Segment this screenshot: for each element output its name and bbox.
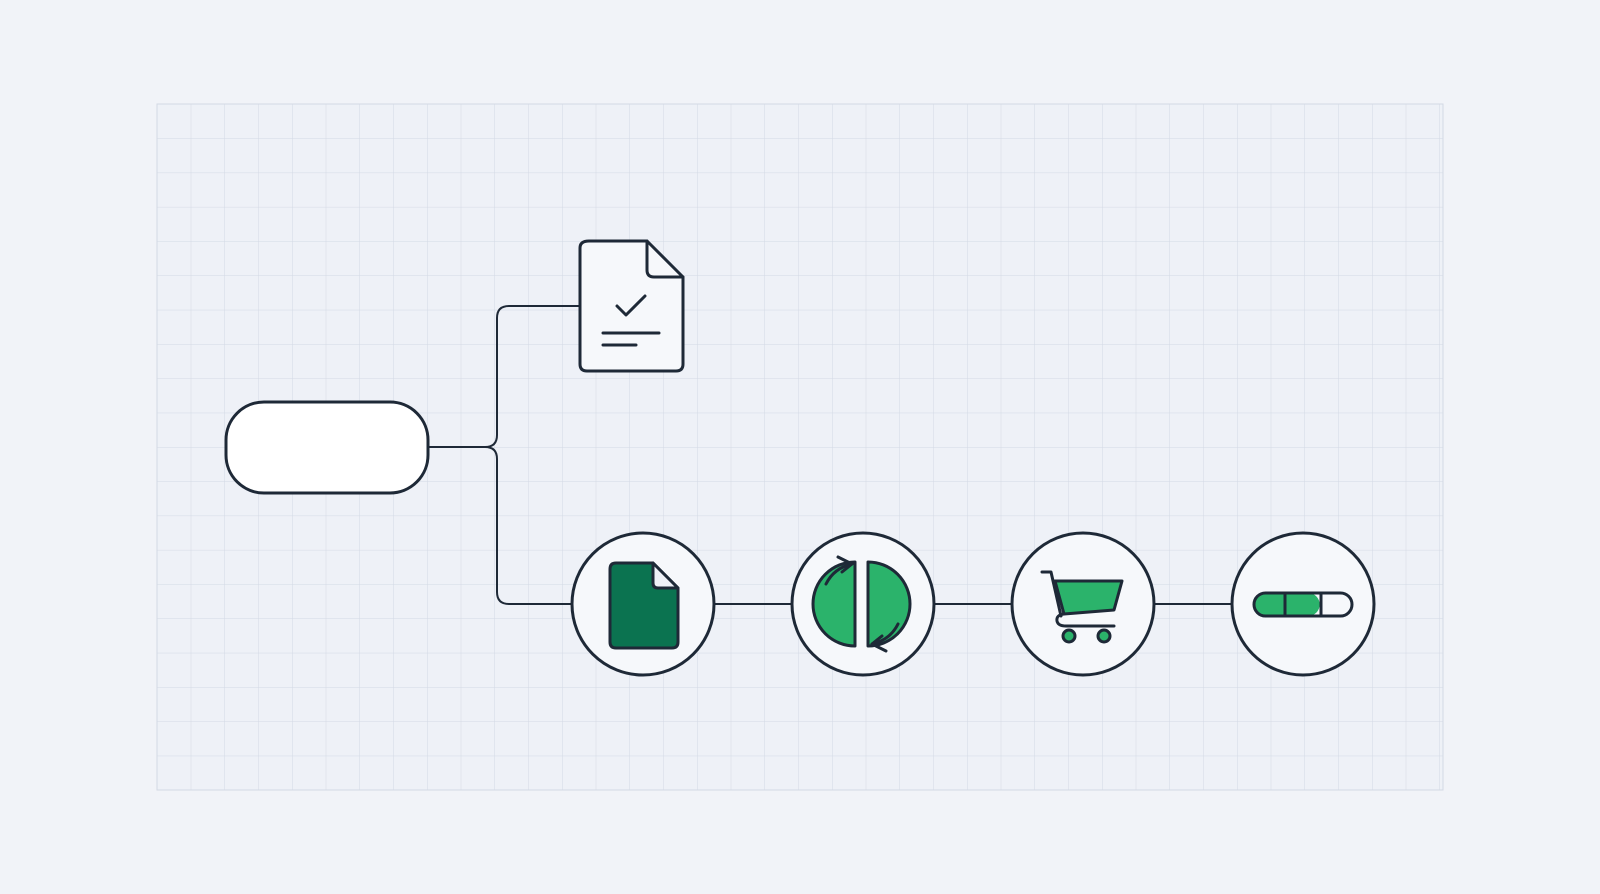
file-node[interactable] (570, 531, 716, 677)
file-icon (608, 561, 680, 650)
progress-node[interactable] (1230, 531, 1376, 677)
cart-node[interactable] (1010, 531, 1156, 677)
start-node[interactable] (224, 400, 430, 495)
sync-icon (811, 555, 912, 653)
connectors (427, 305, 1232, 605)
progress-fill (1254, 593, 1320, 616)
shopping-cart-icon (1040, 570, 1124, 644)
document-check-icon (578, 239, 685, 373)
connector-start-to-document (427, 305, 580, 448)
progress-bar-icon (1252, 591, 1354, 618)
connector-start-to-file (427, 446, 572, 605)
grid-board (156, 103, 1444, 791)
checked-document-node[interactable] (578, 239, 685, 373)
sync-node[interactable] (790, 531, 936, 677)
